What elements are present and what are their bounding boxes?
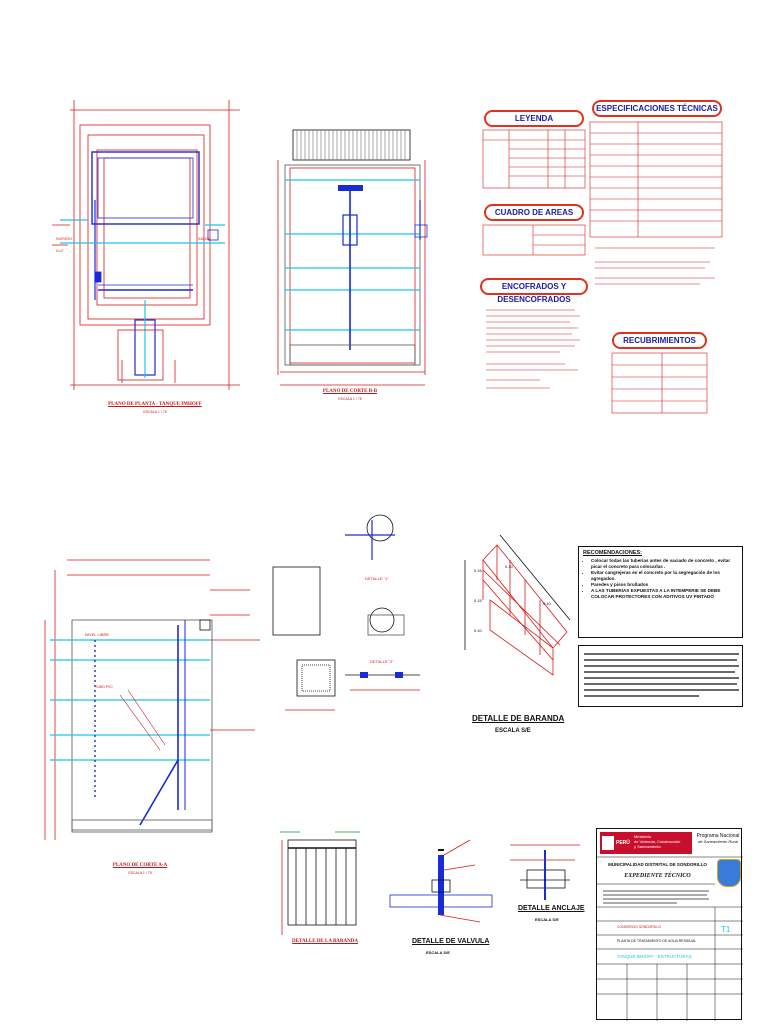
recommendation-item: Paredes y pisos bruñados <box>591 582 738 588</box>
program-line: de Saneamiento Rural <box>698 839 738 844</box>
valve-detail-scale: ESCALA S/E <box>426 950 450 955</box>
anchor-detail-title: DETALLE ANCLAJE <box>518 905 585 912</box>
specs-title: ESPECIFICACIONES TÉCNICAS <box>592 100 722 117</box>
title-block: PERÚ Ministerio de Vivienda, Construcció… <box>596 828 743 1021</box>
areas-title: CUADRO DE AREAS <box>484 204 584 221</box>
recommendation-item: A LAS TUBERIAS EXPUESTAS A LA INTEMPERIE… <box>591 588 738 600</box>
sheet-plan-name: PLANTA DE TRATAMIENTO DE AGUA RESIDUAL <box>617 939 697 943</box>
svg-text:INGRESO: INGRESO <box>56 237 72 241</box>
formwork-title: ENCOFRADOS Y DESENCOFRADOS <box>480 278 588 304</box>
plan-view-scale: ESCALA 1 / 75 <box>143 410 167 414</box>
plan-view-drawing: INGRESO D=4" SALIDA <box>52 100 240 390</box>
section-aa-title: PLANO DE CORTE A-A <box>112 863 168 868</box>
svg-text:0.15: 0.15 <box>474 568 483 573</box>
peru-label: PERÚ <box>616 840 630 846</box>
svg-text:DETALLE "2": DETALLE "2" <box>370 659 394 664</box>
program-line: Programa Nacional <box>696 833 740 839</box>
recommendation-item: Evitar cangrejeras en el concreto por la… <box>591 570 738 582</box>
railing-detail-drawing: 0.10 0.10 0.15 0.15 0.10 <box>464 534 571 676</box>
municipal-shield-icon <box>717 859 741 887</box>
svg-text:0.10: 0.10 <box>505 564 514 569</box>
section-bb-title: PLANO DE CORTE B-B <box>322 389 378 394</box>
svg-text:TUBO PVC: TUBO PVC <box>95 685 113 689</box>
svg-text:0.15: 0.15 <box>474 598 483 603</box>
middle-details: DETALLE "1" DETALLE "2" <box>272 514 420 711</box>
svg-text:NIVEL LIBRE: NIVEL LIBRE <box>85 632 109 637</box>
sheet-code: T1 <box>721 925 731 934</box>
ministry-line: y Saneamiento <box>634 844 661 849</box>
small-railing-drawing <box>280 831 360 935</box>
anchor-detail-drawing <box>510 844 580 900</box>
section-aa-scale: ESCALA 1 / 75 <box>128 871 152 875</box>
title-block-grid <box>597 856 743 1021</box>
valve-detail-drawing <box>389 839 493 923</box>
small-railing-title: DETALLE DE LA BARANDA <box>292 939 358 944</box>
railing-detail-scale: ESCALA S/E <box>495 728 531 734</box>
recommendations-title: RECOMENDACIONES: <box>583 550 642 556</box>
svg-text:0.10: 0.10 <box>543 601 552 606</box>
recommendation-item: Colocar todas las tuberías antes de vaci… <box>591 558 738 570</box>
plan-view-title: PLANO DE PLANTA - TANQUE IMHOFF <box>108 402 202 407</box>
svg-text:DETALLE "1": DETALLE "1" <box>365 576 389 581</box>
anchor-detail-scale: ESCALA S/E <box>535 917 559 922</box>
cover-title: RECUBRIMIENTOS <box>612 332 707 349</box>
recommendations-panel: RECOMENDACIONES: Colocar todas las tuber… <box>578 546 743 638</box>
legend-title: LEYENDA <box>484 110 584 127</box>
svg-text:D=4": D=4" <box>56 249 65 253</box>
svg-text:SALIDA: SALIDA <box>198 237 211 241</box>
ministry-line: de Vivienda, Construcción <box>634 839 681 844</box>
notes-text-lines <box>584 653 739 697</box>
notes-panel <box>578 645 743 707</box>
section-bb-scale: ESCALA 1 / 75 <box>338 397 362 401</box>
svg-text:0.10: 0.10 <box>474 628 483 633</box>
section-aa-drawing: NIVEL LIBRE TUBO PVC <box>44 559 260 840</box>
section-bb-drawing <box>277 129 428 386</box>
sheet-structure-name: TANQUE IMHOFF - ESTRUCTURAS <box>617 954 692 959</box>
consortium-name: CONSORCIO SONDORILLO <box>617 925 662 929</box>
municipality-name: MUNICIPALIDAD DISTRITAL DE SONDORILLO <box>608 862 707 867</box>
ministry-logo: PERÚ Ministerio de Vivienda, Construcció… <box>600 832 692 854</box>
railing-detail-title: DETALLE DE BARANDA <box>472 714 565 723</box>
ministry-line: Ministerio <box>634 834 652 839</box>
expediente-label: EXPEDIENTE TÉCNICO <box>624 873 691 879</box>
valve-detail-title: DETALLE DE VALVULA <box>412 938 490 945</box>
peru-shield-icon <box>602 836 614 850</box>
